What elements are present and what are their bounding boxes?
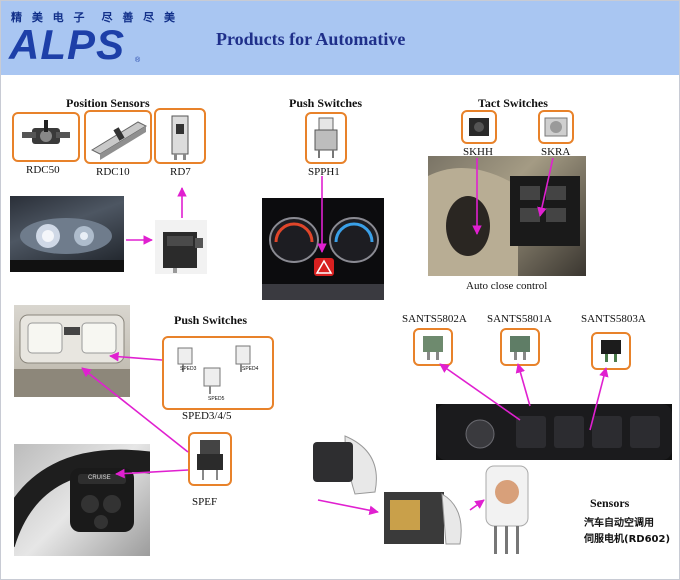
dashboard-illustration (262, 217, 384, 300)
car-door-panel-photo (428, 156, 586, 276)
rdc10-slide-sensor-icon (90, 121, 148, 160)
steering-wheel-illustration (14, 449, 150, 548)
page-title: Products for Automative (216, 29, 406, 49)
spph1-switch-icon (314, 117, 338, 158)
alps-logo: ALPS (9, 21, 126, 68)
steering-wheel-photo: CRUISE (14, 444, 150, 556)
spef-product-box (188, 432, 232, 486)
sants5803a-label: SANTS5803A (581, 313, 646, 325)
rd7-sensor-icon (171, 115, 189, 160)
rd7-actuator-illustration (163, 232, 203, 273)
servo-housing-illustration (313, 435, 377, 495)
position-sensors-heading: Position Sensors (66, 96, 150, 110)
sants5803a-product-box (591, 332, 631, 370)
sped3-part-label: SPED3 (180, 366, 197, 372)
rd7-label: RD7 (170, 166, 191, 178)
sped-switches-icon (177, 345, 251, 394)
cruise-button-label: CRUISE (88, 475, 111, 481)
skra-switch-icon (544, 117, 568, 137)
dashboard-hazard-photo (262, 198, 384, 300)
header-banner: 精 美 电 子 尽 善 尽 美 ALPS ® Products for Auto… (1, 1, 679, 75)
skra-product-box (538, 110, 574, 144)
rd7-product-box (154, 108, 206, 164)
sants5801a-label: SANTS5801A (487, 313, 552, 325)
dome-light-illustration (14, 314, 130, 397)
rdc10-product-box (84, 110, 152, 164)
rdc50-label: RDC50 (26, 164, 60, 176)
skra-label: SKRA (541, 146, 571, 158)
registered-mark: ® (135, 57, 141, 64)
skhh-product-box (461, 110, 497, 144)
sants5802a-label: SANTS5802A (402, 313, 467, 325)
auto-close-caption: Auto close control (466, 280, 548, 292)
servo-motor-housing-photo (305, 432, 385, 498)
brand-tagline: 精 美 电 子 尽 善 尽 美 (11, 11, 178, 24)
sants5801a-product-box (500, 328, 540, 366)
spph1-label: SPPH1 (308, 166, 340, 178)
sants5803a-sensor-icon (601, 340, 621, 362)
dome-light-photo (14, 305, 130, 397)
switch-panel-illustration (436, 404, 672, 460)
sensors-cn-line2: 伺服电机(RD602) (584, 534, 671, 545)
servo-open-illustration (384, 492, 462, 545)
skhh-label: SKHH (463, 146, 493, 158)
servo-motor-open-photo (380, 484, 468, 552)
sants5802a-sensor-icon (423, 336, 443, 360)
door-panel-illustration (428, 168, 580, 276)
push-switches-bottom-heading: Push Switches (174, 313, 248, 327)
spph1-product-box (305, 112, 347, 164)
rdc50-product-box (12, 112, 80, 162)
sped5-part-label: SPED5 (208, 396, 225, 402)
sped-product-box: SPED3 SPED4 SPED5 (162, 336, 274, 410)
rdc50-sensor-icon (22, 120, 70, 144)
sensors-heading: Sensors (590, 496, 630, 510)
tact-switches-heading: Tact Switches (478, 96, 548, 110)
sants5801a-sensor-icon (510, 336, 530, 360)
sped-label: SPED3/4/5 (182, 410, 232, 422)
rd602-sensor-photo (482, 462, 532, 558)
push-switches-top-heading: Push Switches (289, 96, 363, 110)
spef-switch-icon (197, 440, 223, 480)
sants5802a-product-box (413, 328, 453, 366)
headlight-photo (10, 196, 124, 272)
sensors-cn-line1: 汽车自动空调用 (584, 518, 654, 529)
rd602-sensor-illustration (485, 465, 529, 554)
sped4-part-label: SPED4 (242, 366, 259, 372)
window-switch-panel-photo (436, 404, 672, 460)
spef-label: SPEF (192, 496, 218, 508)
headlight-illustration (10, 218, 124, 272)
rdc10-label: RDC10 (96, 166, 130, 178)
skhh-switch-icon (469, 118, 489, 136)
rd7-enlarged-photo (155, 220, 207, 274)
